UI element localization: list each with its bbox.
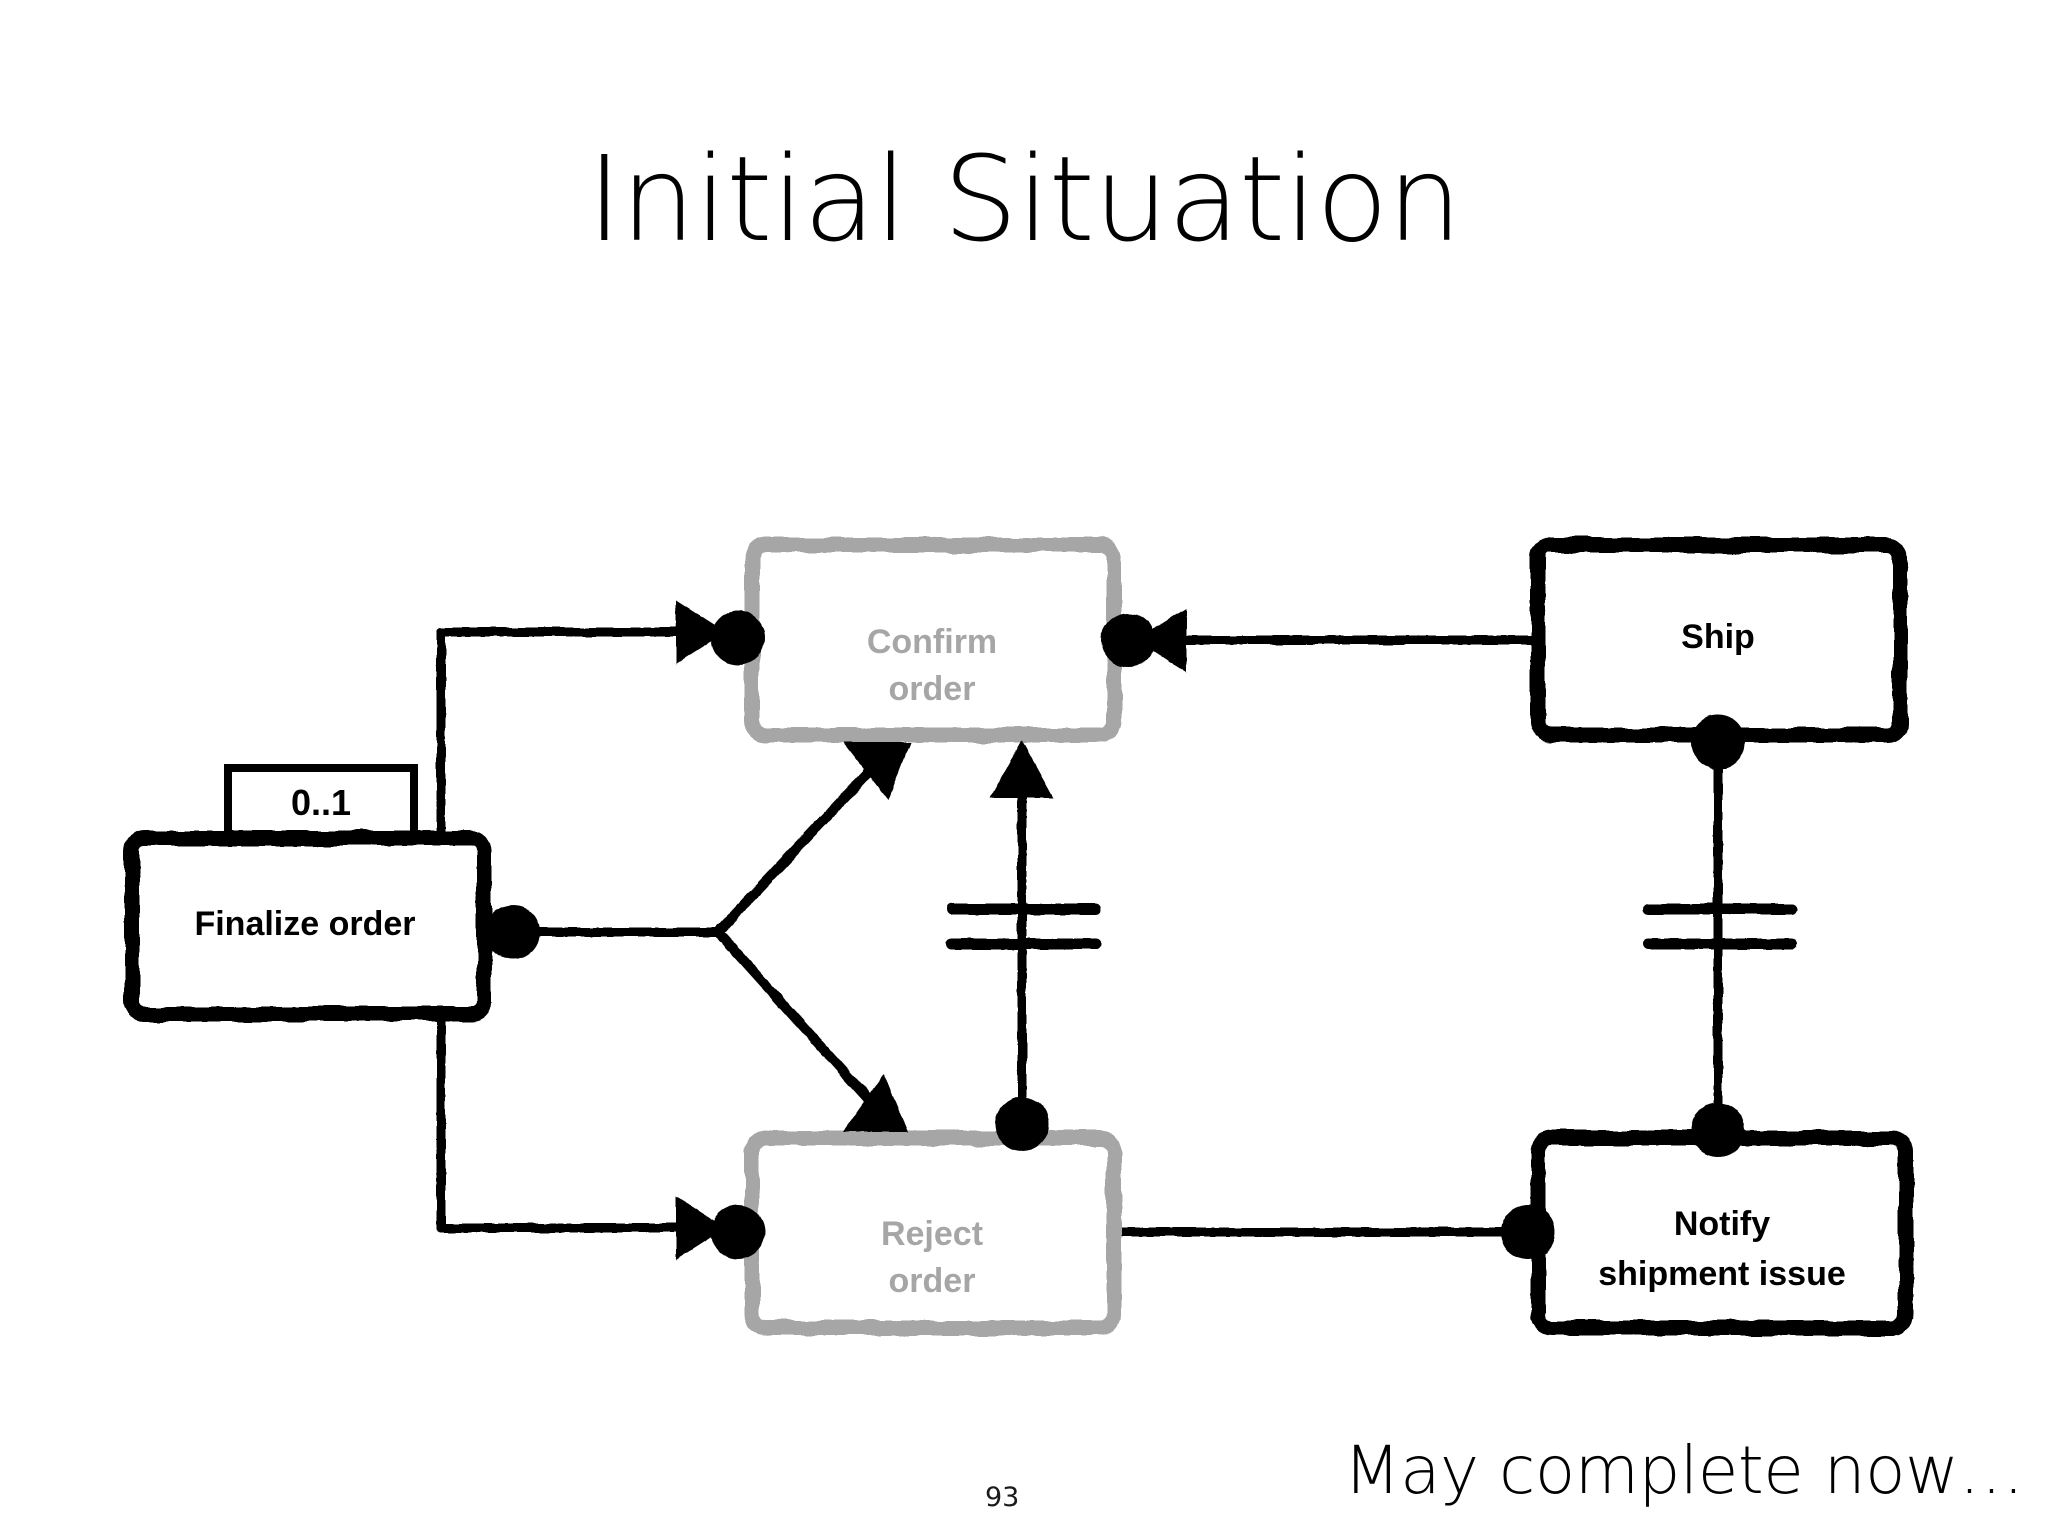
sync-bar-ship-notify [1642,903,1798,950]
connector-finalize-fork [515,755,885,1117]
sync-bar-reject-confirm [946,903,1102,950]
arrowhead-into-confirm-right [1136,608,1186,672]
multiplicity-tag-box [224,764,418,842]
footer-note: May complete now… [1343,1432,2025,1509]
port-dot-finalize-right [486,905,540,959]
port-dot-reject-top [995,1097,1049,1151]
node-reject-order[interactable] [744,1130,1122,1336]
node-ship[interactable] [1530,537,1908,743]
node-notify-shipment-issue[interactable] [1530,1130,1914,1336]
port-dot-notify-left [1501,1205,1555,1259]
arrowhead-into-confirm-left [676,600,726,664]
arrowhead-fork-into-reject [843,1074,908,1132]
arrowhead-fork-into-confirm [843,742,910,800]
synchronization-markers [946,903,1798,950]
port-dot-layer [486,611,1745,1259]
port-dot-reject-left [711,1205,765,1259]
arrowhead-into-reject-left [676,1196,726,1260]
node-finalize-order[interactable] [124,830,492,1022]
page-number: 93 [985,1482,1020,1513]
node-confirm-order[interactable] [744,537,1122,743]
port-dot-confirm-left [711,611,765,665]
arrowhead-layer [676,600,1186,1260]
port-dot-notify-top [1691,1103,1745,1157]
port-dot-ship-bottom [1691,715,1745,769]
arrowhead-into-confirm-bottom [990,740,1054,798]
port-dot-confirm-right [1101,613,1155,667]
page-title: Initial Situation [586,130,1462,268]
